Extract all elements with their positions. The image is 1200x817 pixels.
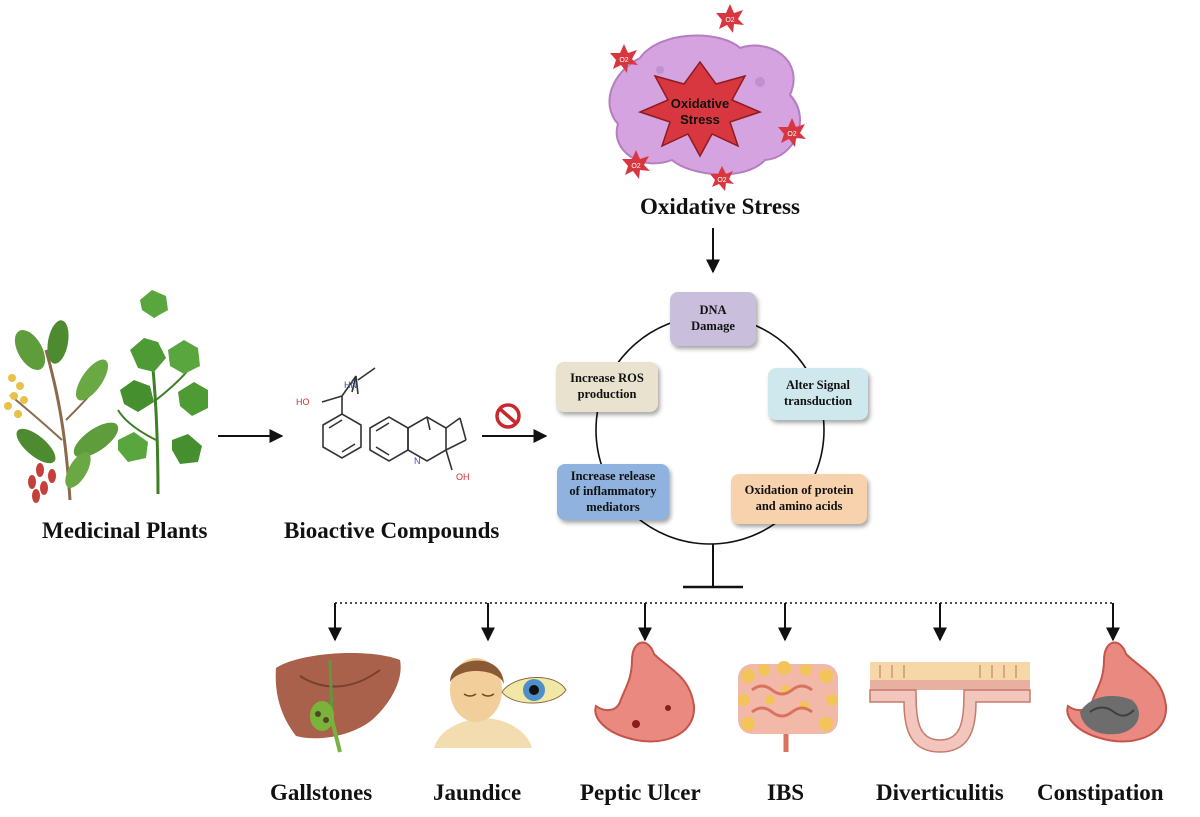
blob-label-line2: Stress [680,112,720,127]
prohibited-icon [495,403,521,429]
atom-hn: HN [344,380,357,390]
svg-text:O2: O2 [631,163,640,170]
peptic-ulcer-icon [594,641,696,743]
disease-label-jaundice: Jaundice [433,780,522,805]
ros-star-icon: O2 [716,4,744,33]
gallstones-icon [275,653,401,753]
bioactive-compounds-label: Bioactive Compounds [284,518,500,543]
svg-text:O2: O2 [725,17,734,24]
oxidative-stress-title: Oxidative Stress [640,194,800,219]
bioactive-compounds-icon [321,367,467,471]
constipation-icon [1066,641,1168,743]
svg-text:O2: O2 [619,57,628,64]
disease-label-ibs: IBS [767,780,805,805]
inflammatory-label: Increase release of inflammatory mediato… [569,468,657,514]
inflammatory-box: Increase release of inflammatory mediato… [557,464,669,520]
blob-label-line1: Oxidative [671,96,730,111]
ros-stars: O2 O2 O2 O2 O2 [610,4,806,191]
alter-signal-box: Alter Signal transduction [768,368,868,420]
disease-label-peptic-ulcer: Peptic Ulcer [580,780,701,805]
oxidative-stress-icon [608,34,801,176]
ros-production-box: Increase ROS production [556,362,658,412]
ros-star-icon: O2 [610,44,638,73]
disease-label-gallstones: Gallstones [270,780,373,805]
inhibition-symbol [683,544,743,589]
atom-ho: HO [296,397,310,407]
jaundice-icon [434,658,567,748]
disease-arrows [328,603,1120,642]
dna-damage-box: DNA Damage [670,292,756,346]
alter-signal-label: Alter Signal transduction [783,378,853,408]
atom-oh: OH [456,472,470,482]
oxidation-protein-box: Oxidation of protein and amino acids [731,474,867,524]
svg-text:O2: O2 [717,177,726,184]
medicinal-plants-icon [4,290,208,503]
oxidation-protein-label: Oxidation of protein and amino acids [744,483,854,513]
ros-star-icon: O2 [622,150,650,179]
ros-star-icon: O2 [778,118,806,147]
svg-text:O2: O2 [787,131,796,138]
ros-star-icon: O2 [710,166,734,191]
ros-production-label: Increase ROS production [570,371,644,401]
dna-damage-label: DNA Damage [691,303,735,333]
ibs-icon [738,661,838,752]
disease-label-constipation: Constipation [1037,780,1164,805]
medicinal-plants-label: Medicinal Plants [42,518,208,543]
diverticulitis-icon [869,662,1031,753]
disease-label-diverticulitis: Diverticulitis [876,780,1004,805]
central-stress-star [637,60,763,158]
atom-n: N [414,456,421,466]
